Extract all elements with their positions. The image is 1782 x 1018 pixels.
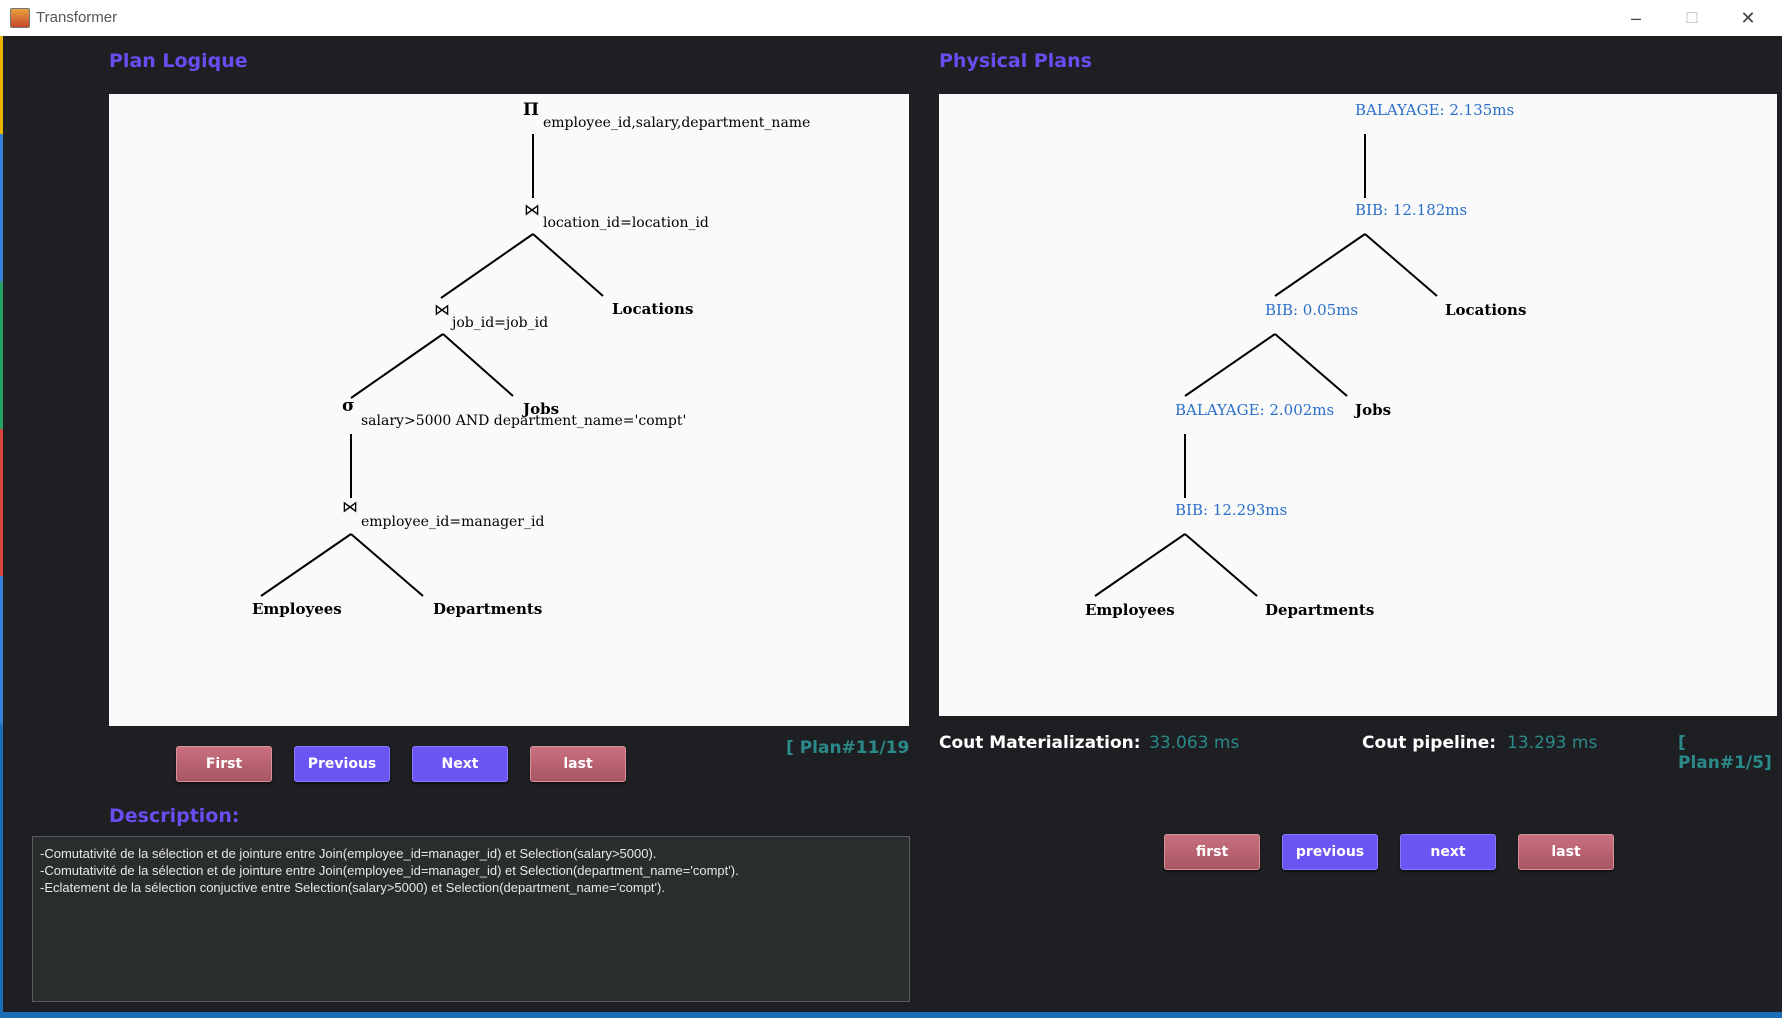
physical-node-3: BIB: 0.05ms <box>1265 301 1358 319</box>
logical-plan-title: Plan Logique <box>109 50 248 72</box>
logical-previous-button[interactable]: Previous <box>294 746 390 782</box>
physical-plans-title: Physical Plans <box>939 50 1092 72</box>
join-cond-3: employee_id=manager_id <box>361 514 544 530</box>
physical-plan-tree: BALAYAGE: 2.135ms BIB: 12.182ms BIB: 0.0… <box>1085 101 1526 619</box>
join-cond-2: job_id=job_id <box>450 315 548 331</box>
description-line-1: -Comutativité de la sélection et de join… <box>40 846 657 861</box>
java-app-icon <box>10 8 30 28</box>
table-jobs: Jobs <box>521 400 559 418</box>
window-title: Transformer <box>36 9 118 26</box>
physical-node-2: BIB: 12.182ms <box>1355 201 1467 219</box>
physical-node-4: BALAYAGE: 2.002ms <box>1175 401 1334 419</box>
table-employees: Employees <box>252 600 342 618</box>
table-locations: Locations <box>612 300 693 318</box>
minimize-button[interactable]: – <box>1630 7 1641 28</box>
physical-previous-button[interactable]: previous <box>1282 834 1378 870</box>
cost-pipeline-value: 13.293 ms <box>1507 733 1598 753</box>
logical-plan-counter-clip: [ Plan#11/192 <box>786 738 910 762</box>
physical-next-button[interactable]: next <box>1400 834 1496 870</box>
physical-table-departments: Departments <box>1265 601 1374 619</box>
cost-materialization-value: 33.063 ms <box>1149 733 1240 753</box>
desktop-edge-strip <box>0 36 3 1018</box>
description-box[interactable]: -Comutativité de la sélection et de join… <box>32 836 910 1002</box>
description-title: Description: <box>109 805 240 827</box>
join-symbol-2: ⋈ <box>434 300 450 319</box>
logical-first-button[interactable]: First <box>176 746 272 782</box>
physical-node-root: BALAYAGE: 2.135ms <box>1355 101 1514 119</box>
join-cond-1: location_id=location_id <box>543 215 709 231</box>
table-departments: Departments <box>433 600 542 618</box>
physical-node-5: BIB: 12.293ms <box>1175 501 1287 519</box>
logical-last-button[interactable]: last <box>530 746 626 782</box>
cost-pipeline-label: Cout pipeline: <box>1362 733 1497 753</box>
logical-plan-tree: Π employee_id,salary,department_name ⋈ l… <box>252 100 810 618</box>
selection-cond: salary>5000 AND department_name='compt' <box>361 413 686 429</box>
close-button[interactable]: ✕ <box>1740 7 1756 28</box>
physical-plan-canvas: BALAYAGE: 2.135ms BIB: 12.182ms BIB: 0.0… <box>939 94 1777 716</box>
title-bar: Transformer – ☐ ✕ <box>0 0 1782 36</box>
join-symbol-1: ⋈ <box>524 200 540 219</box>
physical-last-button[interactable]: last <box>1518 834 1614 870</box>
physical-table-locations: Locations <box>1445 301 1526 319</box>
description-line-3: -Eclatement de la sélection conjuctive e… <box>40 880 665 895</box>
description-line-2: -Comutativité de la sélection et de join… <box>40 863 739 878</box>
physical-table-employees: Employees <box>1085 601 1175 619</box>
maximize-button[interactable]: ☐ <box>1685 10 1699 27</box>
taskbar-edge <box>0 1012 1782 1018</box>
join-symbol-3: ⋈ <box>342 497 358 516</box>
physical-plan-counter: [ Plan#1/5] <box>1678 733 1772 773</box>
physical-first-button[interactable]: first <box>1164 834 1260 870</box>
physical-table-jobs: Jobs <box>1353 401 1391 419</box>
cost-materialization-label: Cout Materialization: <box>939 733 1141 753</box>
logical-plan-canvas: Π employee_id,salary,department_name ⋈ l… <box>109 94 909 726</box>
logical-plan-counter: [ Plan#11/192 <box>786 738 910 758</box>
projection-attrs: employee_id,salary,department_name <box>543 115 810 131</box>
selection-symbol: σ <box>342 396 355 416</box>
logical-next-button[interactable]: Next <box>412 746 508 782</box>
projection-symbol: Π <box>523 100 539 120</box>
